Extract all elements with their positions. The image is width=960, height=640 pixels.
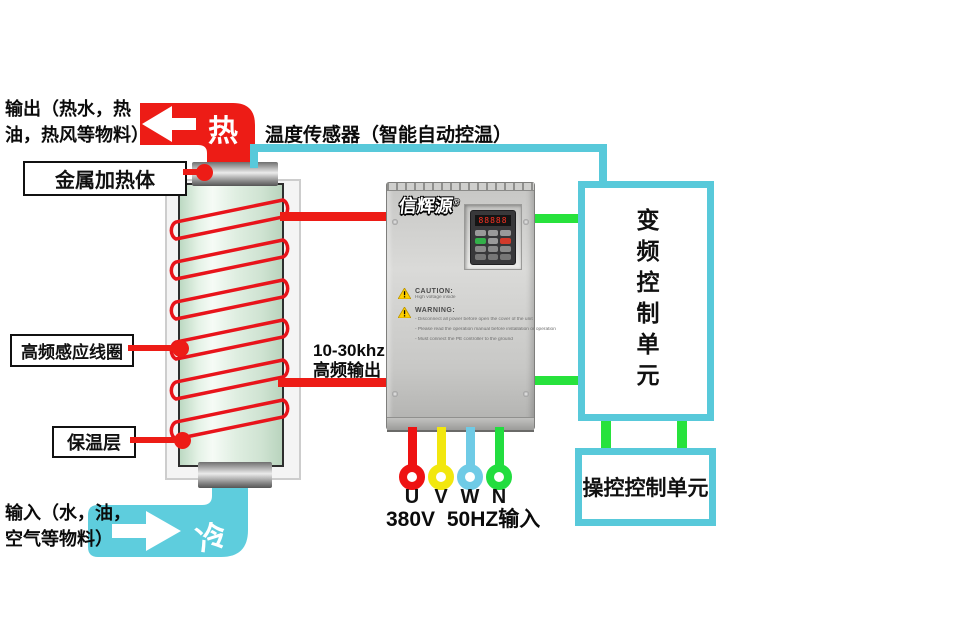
terminal-ring-u — [399, 464, 425, 490]
keypad-button — [500, 230, 511, 236]
screw-icon — [523, 391, 529, 397]
terminal-label-u: U — [404, 486, 420, 508]
temp-sensor-label: 温度传感器（智能自动控温） — [265, 125, 513, 146]
coil-pointer — [128, 345, 176, 351]
keypad-button — [500, 238, 511, 244]
unit-link-wire-right — [677, 420, 687, 449]
unit-link-wire-left — [601, 420, 611, 449]
screw-icon — [392, 391, 398, 397]
sensor-wire-horizontal — [250, 144, 607, 152]
terminal-wire-u — [408, 427, 417, 467]
warning-triangle-icon — [398, 288, 411, 299]
inverter-device: 信辉源® 88888 — [386, 182, 556, 432]
input-label: 输入（水，油， 空气等物料） — [5, 503, 131, 549]
frequency-control-unit-box: 变频控制单元 — [578, 181, 714, 421]
keypad-button — [500, 254, 511, 260]
seven-segment-display: 88888 — [475, 215, 511, 226]
insulation-label: 保温层 — [52, 426, 136, 458]
terminal-wire-w — [466, 427, 475, 467]
caution-title: CAUTION: — [415, 288, 454, 295]
hot-arrow-icon — [142, 106, 196, 142]
sensor-wire-riser — [250, 150, 258, 168]
caution-block: CAUTION: High voltage inside — [398, 288, 466, 301]
keypad-recess: 88888 — [464, 204, 522, 270]
warning-triangle-icon — [398, 307, 411, 318]
coil-label: 高频感应线圈 — [10, 334, 134, 367]
hot-tag: 热 — [208, 115, 238, 148]
warning-title: WARNING: — [415, 307, 456, 314]
insulation-dot — [174, 432, 191, 449]
warning-line: - Please read the operation manual befor… — [415, 327, 556, 332]
keypad-button — [475, 246, 486, 252]
control-wire-top — [532, 214, 579, 223]
terminal-wire-v — [437, 427, 446, 467]
terminal-label-v: V — [434, 486, 448, 508]
brand-logo: 信辉源® — [397, 196, 460, 216]
sensor-wire-drop — [599, 150, 607, 182]
keypad-unit: 88888 — [470, 210, 516, 265]
reg-mark: ® — [452, 198, 460, 207]
insulation-pointer — [130, 437, 176, 443]
keypad-button — [487, 238, 499, 244]
control-wire-bottom — [532, 376, 579, 385]
metal-heater-pointer — [183, 169, 201, 175]
hf-output-label: 10-30khz 高频输出 — [313, 341, 385, 380]
inverter-top-vents — [387, 183, 534, 191]
keypad-buttons — [475, 230, 511, 260]
hf-wire-top — [280, 212, 387, 221]
operation-control-unit-box: 操控控制单元 — [575, 448, 716, 526]
power-input-label: 380V 50HZ输入 — [386, 508, 541, 531]
caution-text: High voltage inside — [415, 295, 456, 300]
warning-block: WARNING: - Disconnect all power before o… — [398, 307, 556, 343]
metal-heater-label: 金属加热体 — [23, 161, 187, 196]
keypad-button — [487, 230, 499, 236]
heater-bottom-cap — [198, 462, 272, 488]
warning-line: - Must connect the PE controller to the … — [415, 337, 513, 342]
screw-icon — [392, 219, 398, 225]
terminal-label-w: W — [460, 486, 480, 508]
screw-icon — [523, 219, 529, 225]
output-label: 输出（热水，热 油，热风等物料） — [5, 99, 149, 145]
warning-line: - Disconnect all power before open the c… — [415, 317, 533, 322]
frequency-control-unit-label: 变频控制单元 — [633, 208, 659, 394]
terminal-ring-n — [486, 464, 512, 490]
cold-pipe — [88, 487, 248, 557]
terminal-label-n: N — [491, 486, 507, 508]
keypad-button — [475, 230, 486, 236]
coil-dot — [172, 340, 189, 357]
terminal-ring-w — [457, 464, 483, 490]
terminal-wire-n — [495, 427, 504, 467]
metal-heater-dot — [196, 164, 213, 181]
operation-control-unit-label: 操控控制单元 — [582, 477, 709, 500]
hf-wire-bottom — [278, 378, 387, 387]
keypad-button — [500, 246, 511, 252]
cold-arrow-icon — [112, 511, 181, 551]
keypad-button — [475, 238, 486, 244]
keypad-button — [475, 254, 486, 260]
keypad-button — [487, 246, 499, 252]
terminal-ring-v — [428, 464, 454, 490]
keypad-button — [487, 254, 499, 260]
